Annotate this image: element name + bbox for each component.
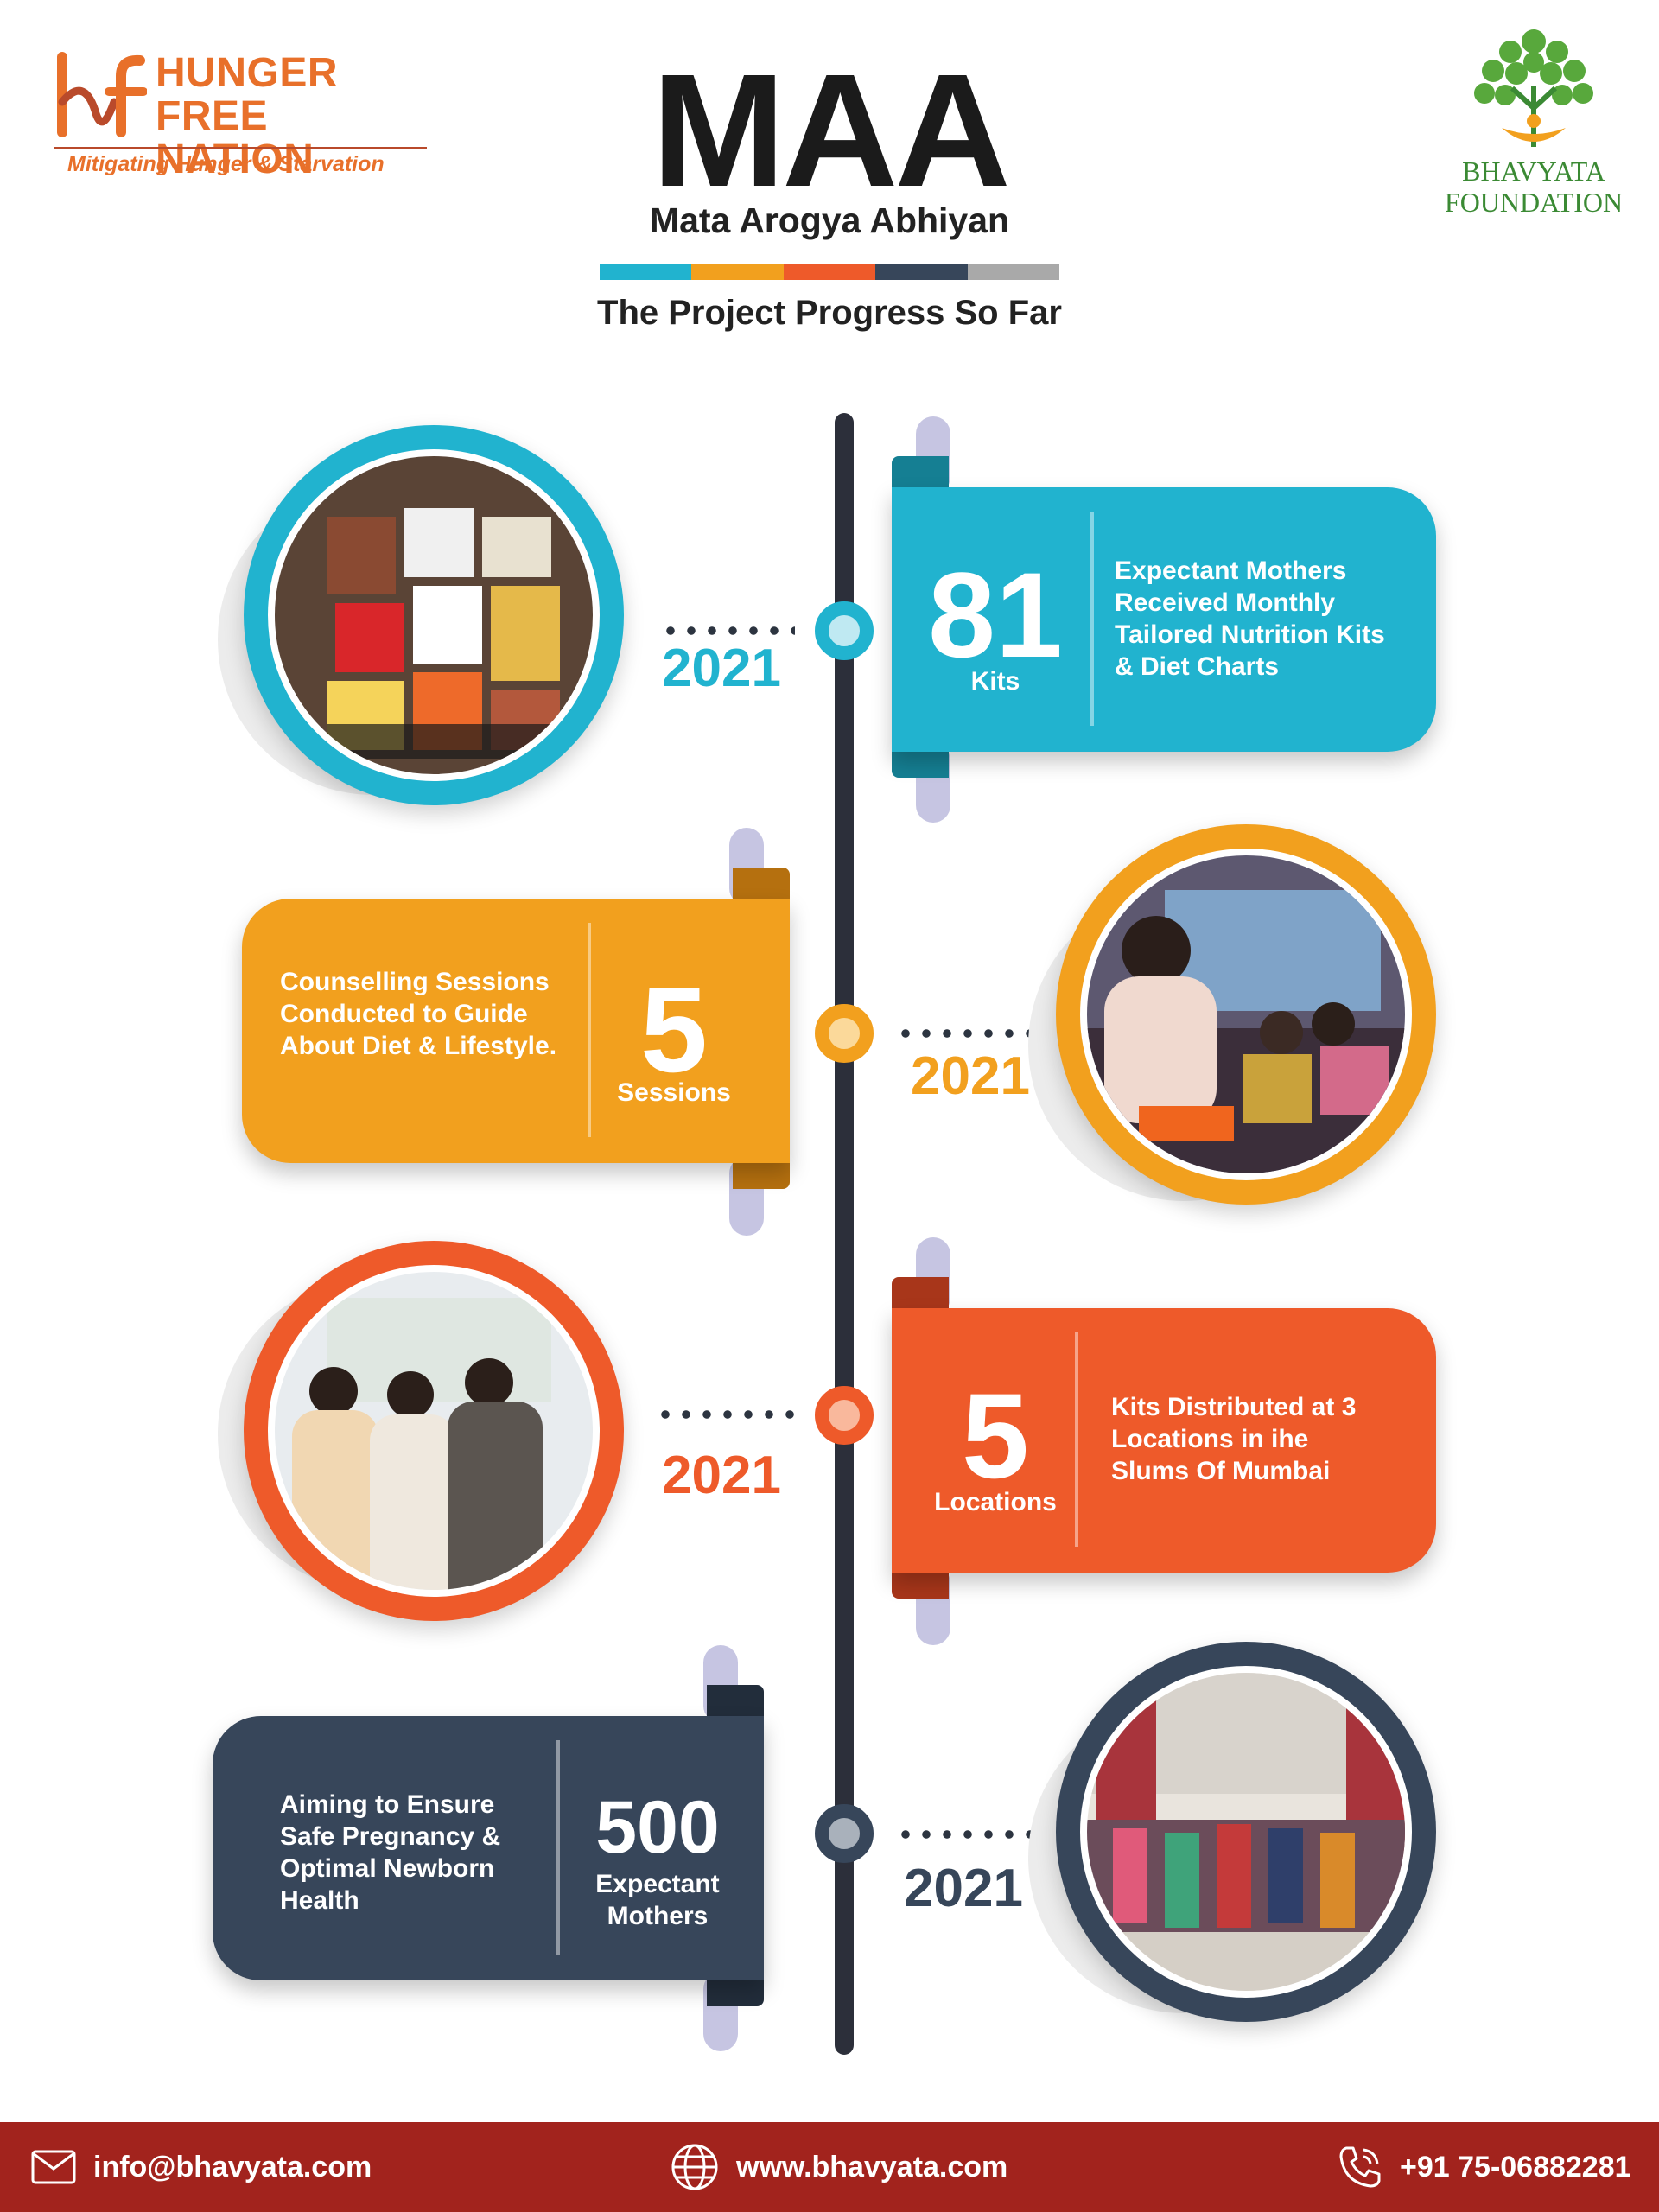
item-year: 2021 (904, 1859, 1023, 1918)
card-divider (1090, 512, 1094, 726)
section-title: The Project Progress So Far (597, 294, 1062, 332)
item-year: 2021 (662, 1446, 781, 1505)
footer-bar: info@bhavyata.com www.bhavyata.com +91 7… (0, 2122, 1659, 2212)
item-year: 2021 (911, 1046, 1030, 1106)
item-year: 2021 (662, 639, 781, 698)
hfn-mark-icon (57, 52, 147, 137)
card-divider (588, 923, 591, 1137)
timeline-node (815, 601, 874, 660)
hfn-name: HUNGER FREE NATION (156, 52, 434, 181)
connector-dots (895, 1830, 1033, 1839)
stat-description: Aiming to Ensure Safe Pregnancy & Optima… (280, 1790, 501, 1915)
stat-card: 5 Locations Kits Distributed at 3 Locati… (892, 1308, 1436, 1573)
footer-phone[interactable]: +91 75-06882281 (1338, 2122, 1631, 2212)
page-subtitle: Mata Arogya Abhiyan (649, 200, 1010, 240)
timeline-node (815, 1004, 874, 1063)
hfn-name-line1: HUNGER (156, 50, 339, 96)
timeline-node (815, 1804, 874, 1863)
stat-card: Aiming to Ensure Safe Pregnancy & Optima… (213, 1716, 764, 1980)
hunger-free-nation-logo: HUNGER FREE NATION Mitigating Hunger & S… (54, 50, 434, 181)
photo-frame (244, 1241, 624, 1621)
connector-dots (660, 626, 795, 635)
stat-card: Counselling Sessions Conducted to Guide … (242, 899, 790, 1163)
connector-dots (655, 1410, 797, 1419)
hfn-tagline: Mitigating Hunger & Starvation (67, 152, 385, 176)
email-text[interactable]: info@bhavyata.com (93, 2150, 372, 2183)
stat-number: 5 (640, 962, 708, 1097)
photo-frame (244, 425, 624, 805)
stat-number: 81 (928, 547, 1063, 683)
stat-description: Counselling Sessions Conducted to Guide … (280, 968, 557, 1060)
bhavyata-name-line2: FOUNDATION (1444, 187, 1624, 218)
card-divider (1075, 1332, 1078, 1547)
stat-description: Kits Distributed at 3 Locations in ihe S… (1111, 1393, 1357, 1485)
phone-text[interactable]: +91 75-06882281 (1400, 2150, 1631, 2183)
website-text[interactable]: www.bhavyata.com (736, 2150, 1008, 2183)
card-divider (556, 1740, 560, 1955)
footer-website[interactable]: www.bhavyata.com (671, 2122, 1007, 2212)
bhavyata-name-line1: BHAVYATA (1462, 156, 1605, 187)
stat-unit: Kits (970, 667, 1020, 696)
globe-icon (671, 2144, 718, 2190)
page-title: MAA (652, 41, 1011, 220)
nutrition-kit-photo (268, 449, 600, 781)
color-bar-segment (691, 264, 784, 280)
photo-frame (1056, 1642, 1436, 2022)
stat-unit: Sessions (617, 1078, 731, 1107)
stat-number: 5 (962, 1368, 1029, 1503)
color-bar-segment (783, 264, 876, 280)
color-bar-segment (600, 264, 692, 280)
stat-description: Expectant Mothers Received Monthly Tailo… (1115, 556, 1385, 681)
kit-distribution-photo (268, 1265, 600, 1597)
timeline-node (815, 1386, 874, 1445)
color-bar-segment (967, 264, 1060, 280)
timeline-spine (835, 413, 854, 2055)
connector-dots (895, 1029, 1033, 1038)
color-bar-segment (875, 264, 968, 280)
hfn-name-line2: FREE NATION (156, 93, 315, 182)
photo-frame (1056, 824, 1436, 1205)
hfn-divider (54, 147, 427, 149)
color-bar (600, 264, 1060, 280)
bhavyata-foundation-logo: BHAVYATA FOUNDATION (1443, 26, 1624, 225)
envelope-icon (31, 2150, 76, 2184)
footer-email[interactable]: info@bhavyata.com (31, 2122, 372, 2212)
tree-icon (1474, 29, 1593, 147)
stat-unit: Locations (934, 1488, 1057, 1516)
bhavyata-name: BHAVYATA FOUNDATION (1443, 156, 1624, 218)
stat-number: 500 (595, 1786, 720, 1869)
group-photo (1080, 1666, 1412, 1998)
phone-icon (1339, 2146, 1381, 2188)
stat-card: 81 Kits Expectant Mothers Received Month… (892, 487, 1436, 752)
counselling-session-photo (1080, 849, 1412, 1180)
stat-unit: Expectant Mothers (595, 1870, 720, 1930)
